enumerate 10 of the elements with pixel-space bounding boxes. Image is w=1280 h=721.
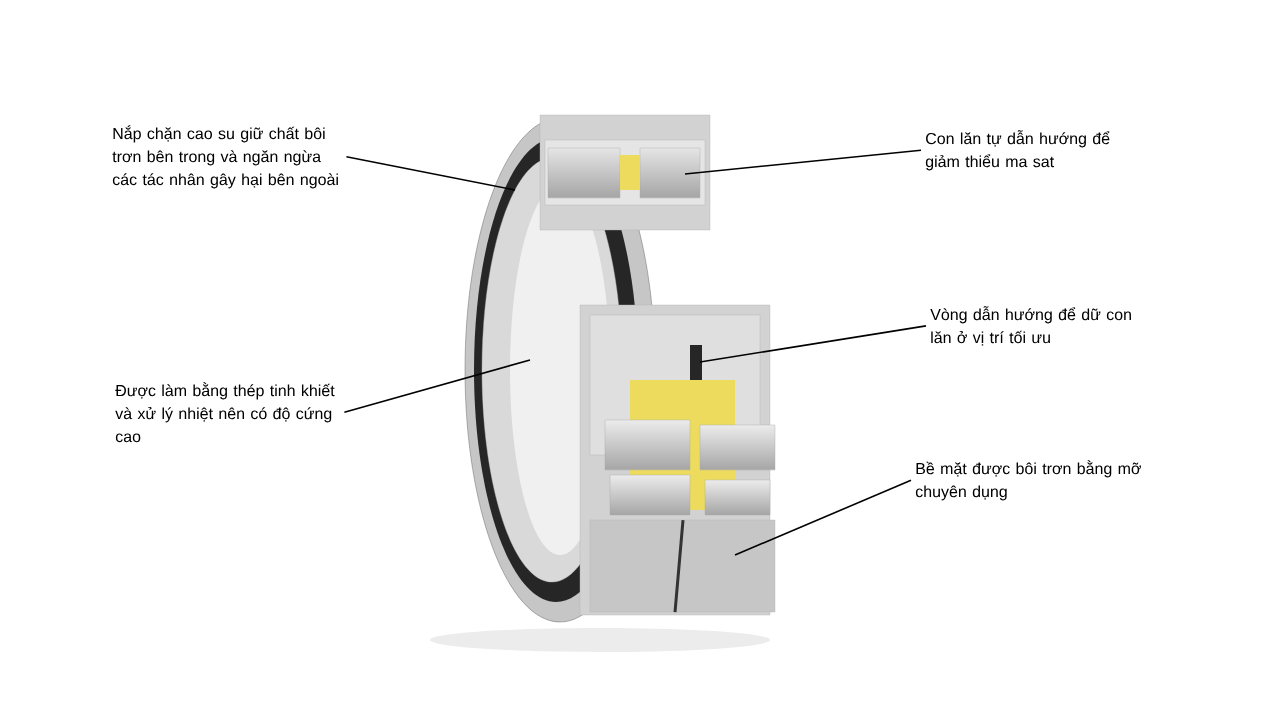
callout-text: Vòng dẫn hướng để dữ con lăn ở vị trí tối ưu (930, 306, 1131, 346)
leader-line (343, 359, 531, 414)
callout-text: Nắp chặn cao su giữ chất bôi trơn bên trong và ngăn ngừa các tác nhân gây hại bên ngoài (112, 125, 338, 189)
callout-text: Được làm bằng thép tinh khiết và xử lý nhiệt nên có độ cứng cao (115, 382, 335, 443)
leader-line (734, 479, 912, 556)
leader-line (699, 325, 927, 363)
callout-text: Bề mặt được bôi trơn bằng mỡ chuyên dụng (915, 460, 1141, 501)
callout-text: Con lăn tự dẫn hướng để giảm thiểu ma sat (925, 130, 1110, 171)
leader-line (684, 149, 922, 175)
leader-line (345, 156, 516, 191)
